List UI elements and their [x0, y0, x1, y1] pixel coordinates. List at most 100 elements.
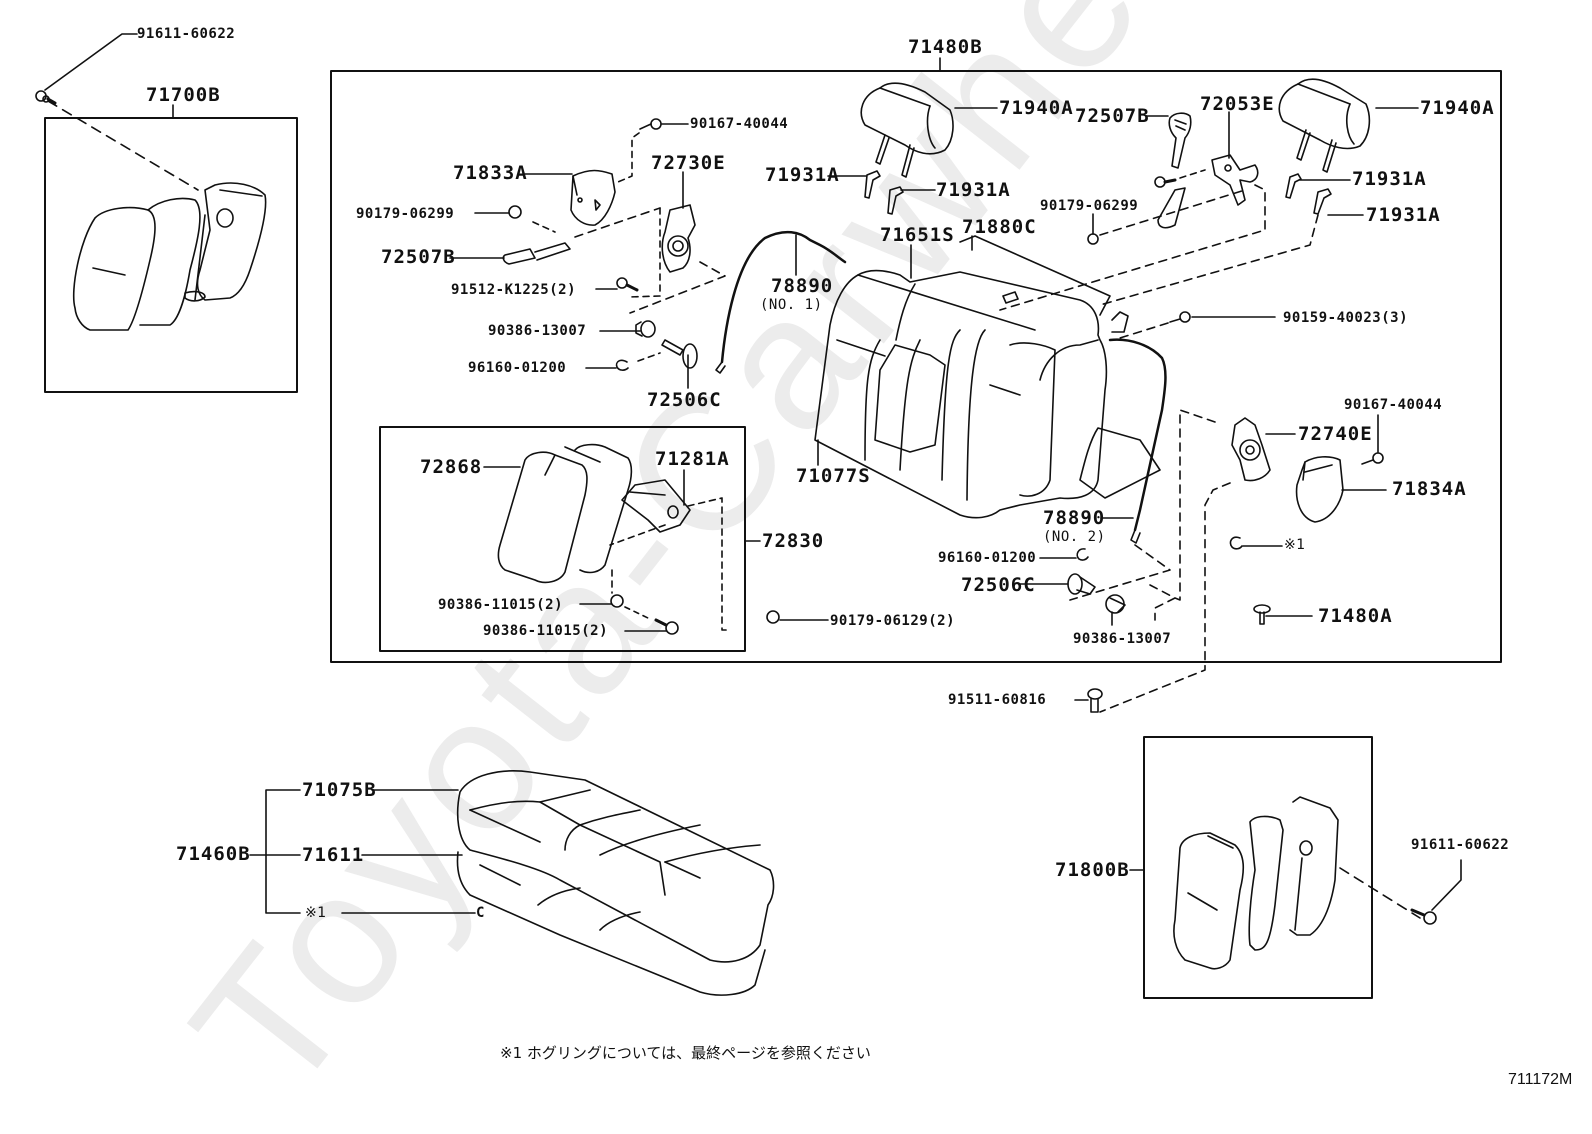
- part-label-lock-knob-right[interactable]: 72507B: [1075, 105, 1150, 127]
- lock-rod-right: [1158, 188, 1185, 228]
- part-label-cushion-cover[interactable]: 71075B: [302, 779, 377, 801]
- seatback-assembly-frame: [331, 71, 1501, 662]
- nut-right-dash: [1100, 190, 1245, 235]
- part-label-screw-right[interactable]: 90159-40023(3): [1283, 310, 1409, 326]
- nut-right-top-icon: [1155, 177, 1175, 187]
- part-label-cable-no2[interactable]: 78890: [1043, 507, 1106, 529]
- clip-71480a-icon: [1254, 605, 1270, 624]
- part-label-nut-right[interactable]: 90179-06299: [1040, 198, 1139, 214]
- part-label-cushion-pad[interactable]: 71611: [302, 844, 365, 866]
- bushing-right-dash: [1150, 585, 1175, 620]
- cable-no1-drawing: [722, 232, 845, 362]
- footnote: ※1 ホグリングについては、最終ページを参照ください: [500, 1044, 871, 1062]
- part-label-headrest-left[interactable]: 71940A: [999, 97, 1074, 119]
- pin-right-drawing: [1068, 574, 1095, 594]
- bushing-arm-1-icon: [611, 595, 623, 607]
- part-label-armrest-pad[interactable]: 72868: [420, 456, 483, 478]
- part-label-hinge-left[interactable]: 72730E: [651, 152, 726, 174]
- cable-no1-end: [716, 362, 725, 373]
- bolt-top-left-icon: [36, 91, 55, 103]
- nut-right-icon: [1088, 234, 1098, 244]
- part-label-support-b2[interactable]: 71931A: [1366, 204, 1441, 226]
- part-label-nut-left[interactable]: 90179-06299: [356, 206, 455, 222]
- part-label-lock-knob-left[interactable]: 72507B: [381, 246, 456, 268]
- hog-ring-icon: [1230, 537, 1242, 549]
- part-label-nut-arm[interactable]: 90179-06129(2): [830, 613, 956, 629]
- nut-arm-icon: [767, 611, 779, 623]
- part-label-headrest-right[interactable]: 71940A: [1420, 97, 1495, 119]
- nut-right-top-dash: [1180, 170, 1205, 178]
- bolt-top-left-leader: [45, 34, 137, 90]
- headrest-left-drawing: [861, 83, 953, 177]
- part-label-hinge-right[interactable]: 72740E: [1298, 423, 1373, 445]
- part-label-pin-left[interactable]: 72506C: [647, 389, 722, 411]
- left-armrest-dash: [48, 101, 198, 190]
- part-label-clip-71480a[interactable]: 71480A: [1318, 605, 1393, 627]
- part-label-cover-left[interactable]: 71833A: [453, 162, 528, 184]
- headrest-right-drawing: [1279, 79, 1369, 172]
- hinge-right-dash: [1175, 410, 1215, 600]
- part-label-cover-right[interactable]: 71834A: [1392, 478, 1467, 500]
- hinge-right-dash-2: [1100, 483, 1230, 712]
- part-label-bushing-left[interactable]: 90386-13007: [488, 323, 587, 339]
- part-label-bolt-bottom-right[interactable]: 91611-60622: [1411, 837, 1510, 853]
- part-label-screw-upper-left[interactable]: 90167-40044: [690, 116, 789, 132]
- part-label-clip-right[interactable]: 96160-01200: [938, 550, 1037, 566]
- part-label-support-b1[interactable]: 71931A: [1352, 168, 1427, 190]
- left-armrest-drawing: [74, 183, 266, 330]
- part-label-support-a1[interactable]: 71931A: [765, 164, 840, 186]
- part-label-screw-right-lower[interactable]: 90167-40044: [1344, 397, 1443, 413]
- part-label-cushion-hog-end: C: [476, 905, 485, 921]
- part-label-bolt-hinge-left[interactable]: 91512-K1225(2): [451, 282, 577, 298]
- part-label-armrest-right-assy[interactable]: 71800B: [1055, 859, 1130, 881]
- bushing-right-icon: [1106, 595, 1125, 613]
- striker-dash: [1000, 185, 1265, 310]
- part-label-board[interactable]: 71880C: [962, 216, 1037, 238]
- part-label-striker[interactable]: 72053E: [1200, 93, 1275, 115]
- seat-cushion-drawing: [458, 771, 774, 995]
- right-armrest-dash: [1340, 868, 1420, 918]
- hinge-right-drawing: [1232, 418, 1270, 481]
- part-label-cable-no2-sub: (NO. 2): [1043, 529, 1106, 545]
- hinge-left-drawing: [662, 205, 695, 272]
- support-dash: [1100, 215, 1318, 305]
- nut-left-icon: [509, 206, 521, 218]
- cable-no2-dash: [1070, 545, 1170, 600]
- armrest-dash-2: [610, 525, 665, 545]
- part-label-hog-ring[interactable]: ※1: [1284, 537, 1306, 553]
- part-label-armrest-assy[interactable]: 72830: [762, 530, 825, 552]
- part-label-armrest-bracket[interactable]: 71281A: [655, 448, 730, 470]
- center-armrest-drawing: [498, 445, 690, 583]
- screw-upper-left-dash: [618, 133, 639, 182]
- part-label-bushing-arm-1[interactable]: 90386-11015(2): [438, 597, 564, 613]
- right-armrest-drawing: [1174, 797, 1338, 969]
- hinge-left-dash: [628, 208, 660, 297]
- part-label-cushion-assy[interactable]: 71460B: [176, 843, 251, 865]
- screw-right-dash: [1120, 323, 1168, 338]
- part-label-bolt-top-left[interactable]: 91611-60622: [137, 26, 236, 42]
- part-label-bushing-right[interactable]: 90386-13007: [1073, 631, 1172, 647]
- part-label-clip-left[interactable]: 96160-01200: [468, 360, 567, 376]
- screw-right-icon: [1170, 312, 1190, 322]
- seatback-drawing: [815, 236, 1160, 518]
- part-label-frame[interactable]: 71651S: [880, 224, 955, 246]
- pin-left-drawing: [662, 340, 697, 368]
- part-label-bushing-arm-2[interactable]: 90386-11015(2): [483, 623, 609, 639]
- part-label-pin-right[interactable]: 72506C: [961, 574, 1036, 596]
- part-label-support-a2[interactable]: 71931A: [936, 179, 1011, 201]
- part-label-cable-no1-sub: (NO. 1): [760, 297, 823, 313]
- cable-no2-drawing: [1110, 340, 1165, 530]
- screw-right-lower-icon: [1362, 453, 1383, 464]
- bolt-bottom-right-leader: [1432, 860, 1461, 910]
- lock-knob-left-dash: [575, 208, 660, 237]
- bolt-lower-icon: [1088, 689, 1102, 712]
- cable-no2-end: [1131, 530, 1140, 543]
- part-label-seatback-cover[interactable]: 71077S: [796, 465, 871, 487]
- part-label-seatback-assy[interactable]: 71480B: [908, 36, 983, 58]
- bushing-left-icon: [636, 321, 655, 337]
- lock-knob-right-drawing: [1169, 113, 1191, 168]
- part-label-cable-no1[interactable]: 78890: [771, 275, 834, 297]
- part-label-cushion-hog[interactable]: ※1: [305, 905, 327, 921]
- part-label-armrest-left-assy[interactable]: 71700B: [146, 84, 221, 106]
- part-label-bolt-lower[interactable]: 91511-60816: [948, 692, 1047, 708]
